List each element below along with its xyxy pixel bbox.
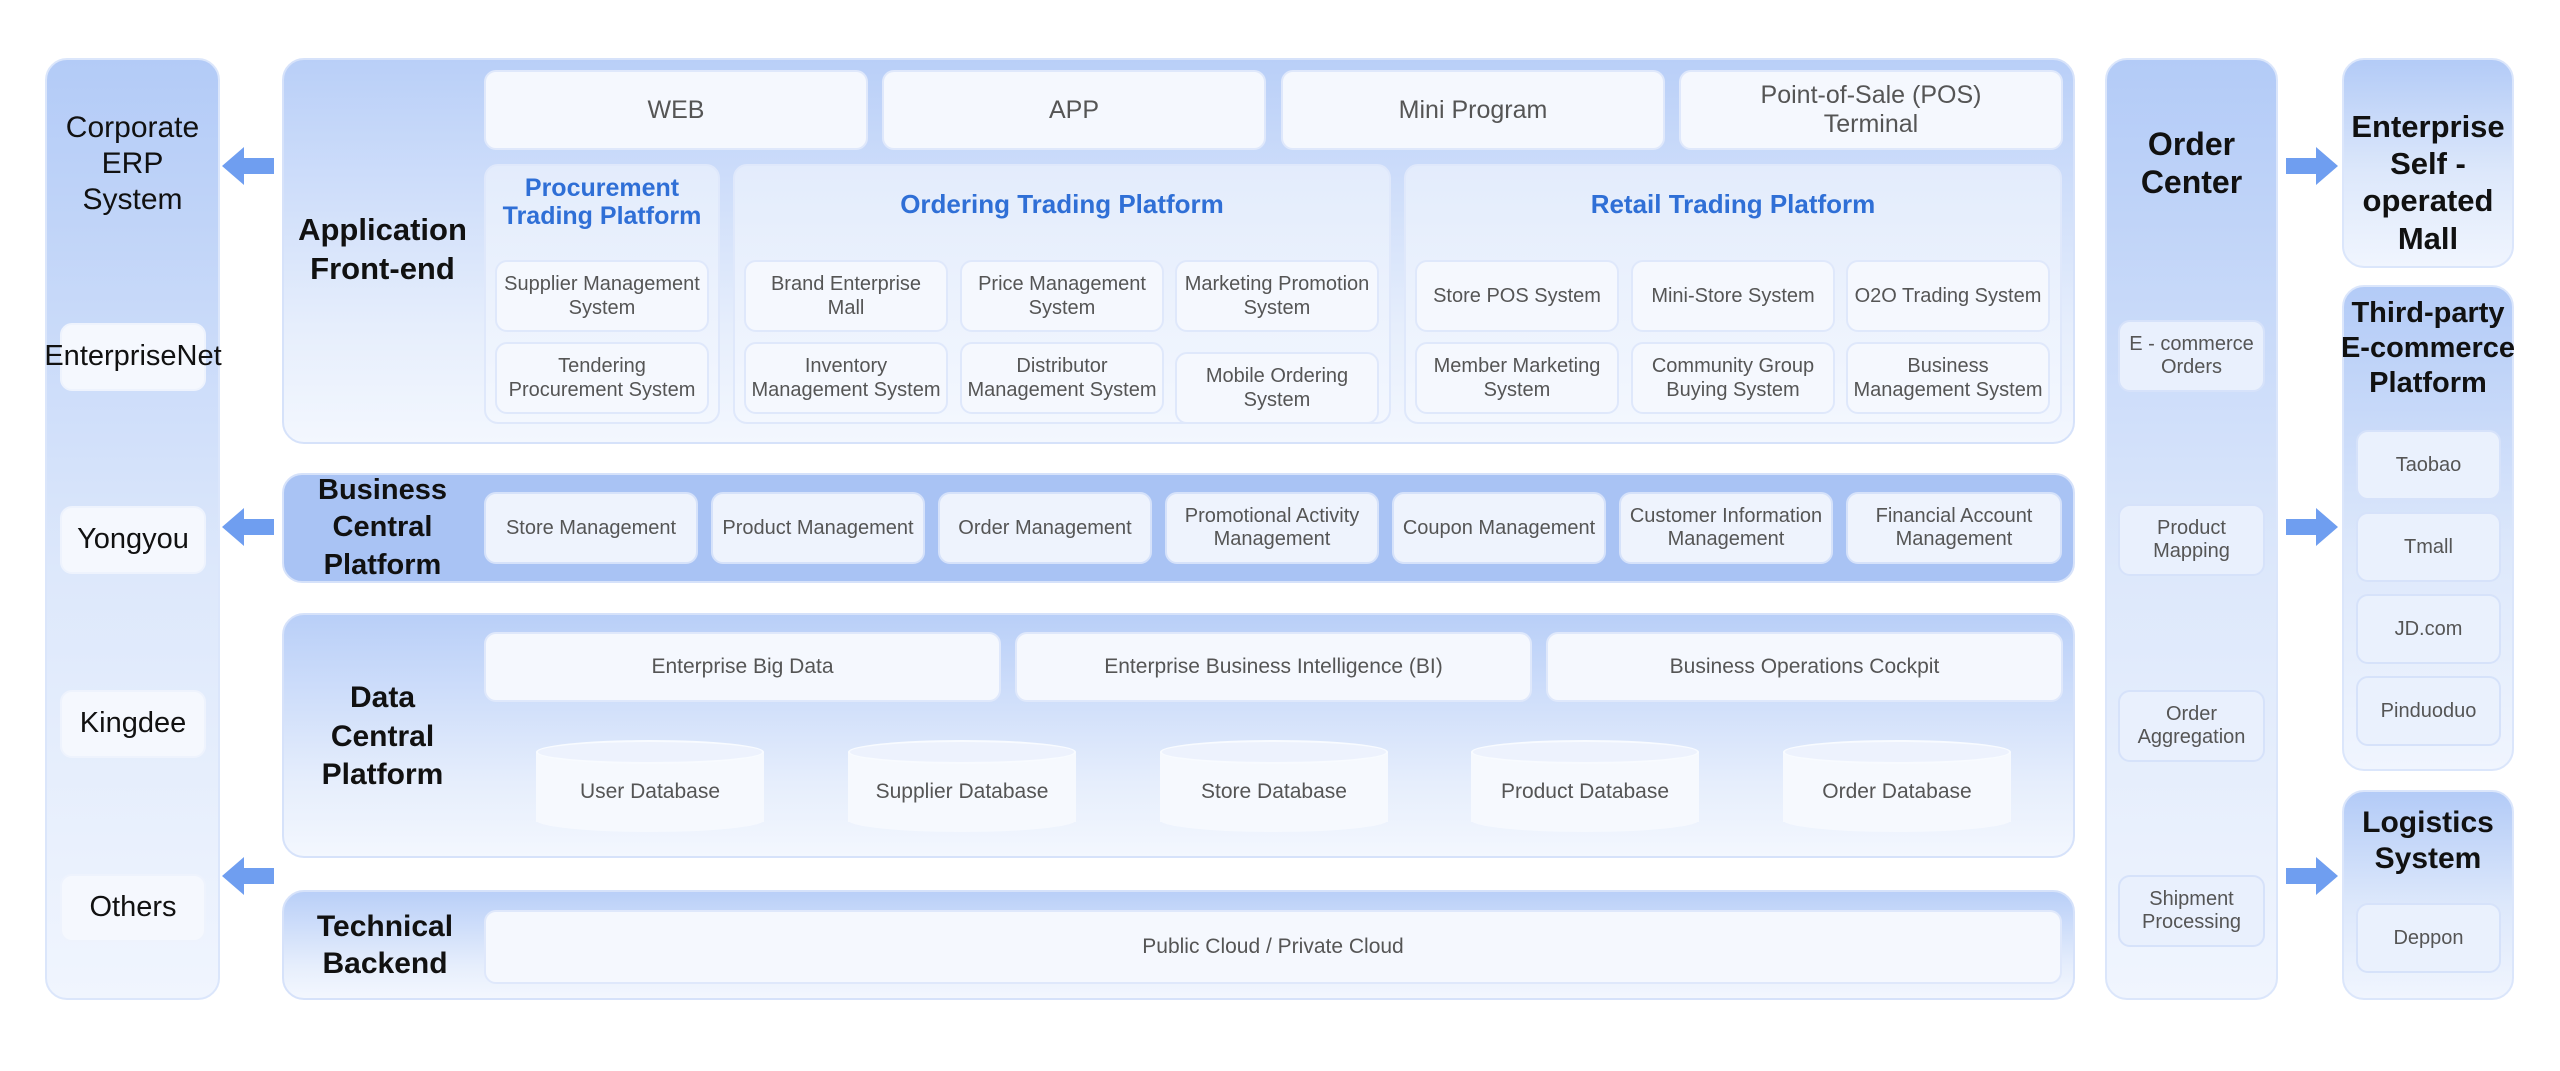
bcp-item[interactable]: Order Management: [938, 492, 1152, 564]
retail-item[interactable]: Community Group Buying System: [1631, 342, 1835, 414]
channel-pos-terminal[interactable]: Point-of-Sale (POS) Terminal: [1679, 70, 2063, 150]
cloud-layer[interactable]: Public Cloud / Private Cloud: [484, 910, 2062, 984]
database-cylinder[interactable]: User Database: [536, 740, 764, 834]
order-center-title: Order Center: [2140, 126, 2243, 201]
arrow-right-icon: [2286, 857, 2338, 895]
erp-item-yongyou[interactable]: Yongyou: [60, 506, 206, 574]
channel-mini-program[interactable]: Mini Program: [1281, 70, 1665, 150]
self-mall-title[interactable]: Enterprise Self - operated Mall: [2351, 109, 2505, 256]
business-central-label: Business Central Platform: [318, 474, 447, 581]
retail-title: Retail Trading Platform: [1590, 189, 1876, 219]
ordering-item[interactable]: Price Management System: [960, 260, 1164, 332]
app-frontend-label: Application Front-end: [298, 212, 467, 286]
ordering-item[interactable]: Marketing Promotion System: [1175, 260, 1379, 332]
order-center-item[interactable]: Shipment Processing: [2118, 875, 2265, 947]
ordering-item[interactable]: Brand Enterprise Mall: [744, 260, 948, 332]
order-center-item[interactable]: Order Aggregation: [2118, 690, 2265, 762]
database-label: Order Database: [1822, 780, 1972, 803]
erp-item-kingdee[interactable]: Kingdee: [60, 690, 206, 758]
bcp-item[interactable]: Customer Information Management: [1619, 492, 1833, 564]
arrow-right-icon: [2286, 508, 2338, 546]
technical-backend-label: Technical Backend: [316, 909, 454, 981]
bcp-item[interactable]: Promotional Activity Management: [1165, 492, 1379, 564]
erp-title: Corporate ERP System: [65, 111, 200, 216]
order-center-item[interactable]: E - commerce Orders: [2118, 320, 2265, 392]
database-label: Supplier Database: [875, 780, 1049, 803]
ordering-item[interactable]: Mobile Ordering System: [1175, 352, 1379, 424]
arrow-left-icon: [222, 857, 274, 895]
order-center-item[interactable]: Product Mapping: [2118, 504, 2265, 576]
retail-item[interactable]: Member Marketing System: [1415, 342, 1619, 414]
retail-item[interactable]: Mini-Store System: [1631, 260, 1835, 332]
bcp-item[interactable]: Coupon Management: [1392, 492, 1606, 564]
database-cylinder[interactable]: Order Database: [1783, 740, 2011, 834]
third-party-title: Third-party E-commerce Platform: [2340, 297, 2516, 399]
erp-item-enterprisenet[interactable]: EnterpriseNet: [44, 323, 222, 391]
logistics-title: Logistics System: [2362, 806, 2494, 875]
arrow-left-icon: [222, 147, 274, 185]
ecommerce-platform-item[interactable]: JD.com: [2356, 594, 2501, 664]
erp-item-others[interactable]: Others: [60, 874, 206, 942]
data-central-label: Data Central Platform: [321, 681, 444, 792]
retail-item[interactable]: Business Management System: [1846, 342, 2050, 414]
ecommerce-platform-item[interactable]: Taobao: [2356, 430, 2501, 500]
ordering-item[interactable]: Distributor Management System: [960, 342, 1164, 414]
bcp-item[interactable]: Store Management: [484, 492, 698, 564]
database-label: Product Database: [1500, 780, 1670, 803]
ordering-item[interactable]: Inventory Management System: [744, 342, 948, 414]
database-label: Store Database: [1201, 780, 1347, 803]
database-cylinder[interactable]: Supplier Database: [848, 740, 1076, 834]
procurement-title: Procurement Trading Platform: [502, 174, 702, 230]
channel-web[interactable]: WEB: [484, 70, 868, 150]
bcp-item[interactable]: Financial Account Management: [1846, 492, 2062, 564]
procurement-item[interactable]: Tendering Procurement System: [495, 342, 709, 414]
database-cylinder[interactable]: Product Database: [1471, 740, 1699, 834]
data-item[interactable]: Enterprise Business Intelligence (BI): [1015, 632, 1532, 702]
data-item[interactable]: Business Operations Cockpit: [1546, 632, 2063, 702]
ecommerce-platform-item[interactable]: Pinduoduo: [2356, 676, 2501, 746]
retail-item[interactable]: O2O Trading System: [1846, 260, 2050, 332]
database-cylinder[interactable]: Store Database: [1160, 740, 1388, 834]
ecommerce-platform-item[interactable]: Tmall: [2356, 512, 2501, 582]
logistics-item[interactable]: Deppon: [2356, 903, 2501, 973]
channel-app[interactable]: APP: [882, 70, 1266, 150]
arrow-left-icon: [222, 508, 274, 546]
retail-item[interactable]: Store POS System: [1415, 260, 1619, 332]
procurement-item[interactable]: Supplier Management System: [495, 260, 709, 332]
arrow-right-icon: [2286, 147, 2338, 185]
bcp-item[interactable]: Product Management: [711, 492, 925, 564]
ordering-title: Ordering Trading Platform: [900, 189, 1224, 219]
self-mall-panel: [2342, 58, 2514, 268]
data-item[interactable]: Enterprise Big Data: [484, 632, 1001, 702]
database-label: User Database: [579, 780, 721, 803]
